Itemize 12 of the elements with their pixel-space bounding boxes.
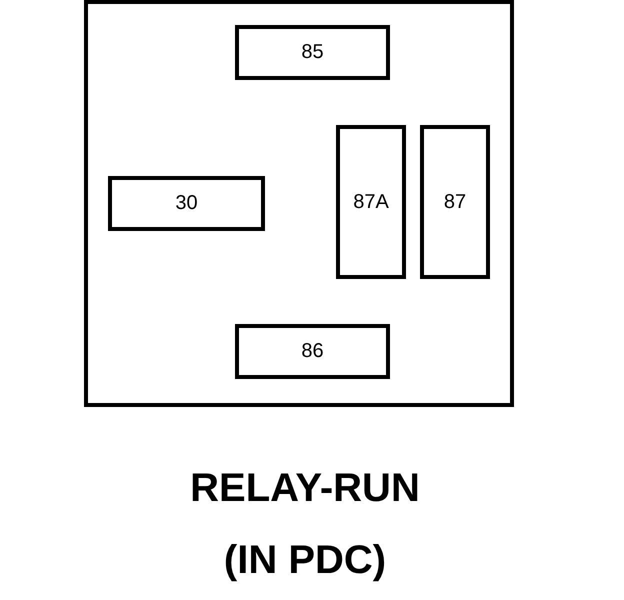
terminal-slot [235,25,390,80]
pin-number: 87 [444,190,466,214]
relay-outline [84,0,514,407]
pin-number: 87A [353,190,389,214]
terminal-slot [420,125,490,279]
pin-number: 86 [301,340,324,363]
caption: RELAY-RUN (IN PDC) [189,465,421,584]
pin-number: 30 [175,192,198,215]
pin-number: 85 [301,41,324,64]
terminal-slot [108,176,265,231]
terminal-slot [336,125,406,279]
terminal-slot [235,324,390,379]
